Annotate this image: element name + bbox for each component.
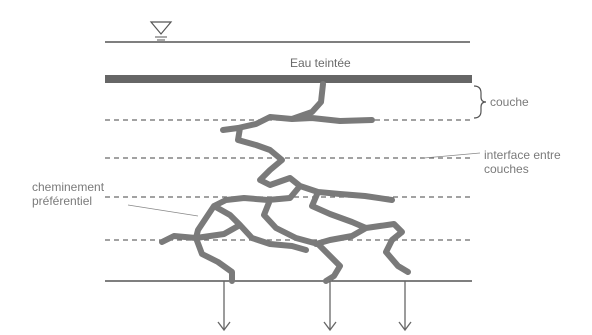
preferential-flow-paths [159, 81, 411, 284]
drainage-arrows [217, 281, 412, 332]
brace-icon [473, 85, 487, 119]
interface-leader-line [423, 152, 481, 159]
arrow-down-icon [323, 281, 337, 332]
flow-path-main [159, 81, 411, 275]
arrow-down-icon [398, 281, 412, 332]
preferential-path-label: cheminement préférentiel [32, 180, 104, 208]
flow-path-bottom [193, 235, 343, 284]
water-level-triangle-icon [149, 21, 173, 41]
interface-label-line1: interface entre [484, 148, 561, 162]
path-label-line1: cheminement [32, 180, 105, 194]
soil-surface-bar [105, 75, 472, 83]
interface-label-line2: couches [484, 162, 529, 176]
water-label: Eau teintée [290, 56, 351, 70]
interface-label: interface entre couches [484, 148, 561, 176]
layer-label: couche [490, 95, 529, 109]
path-leader-line [127, 204, 199, 217]
arrow-down-icon [217, 281, 231, 332]
path-label-line2: préférentiel [32, 194, 93, 208]
